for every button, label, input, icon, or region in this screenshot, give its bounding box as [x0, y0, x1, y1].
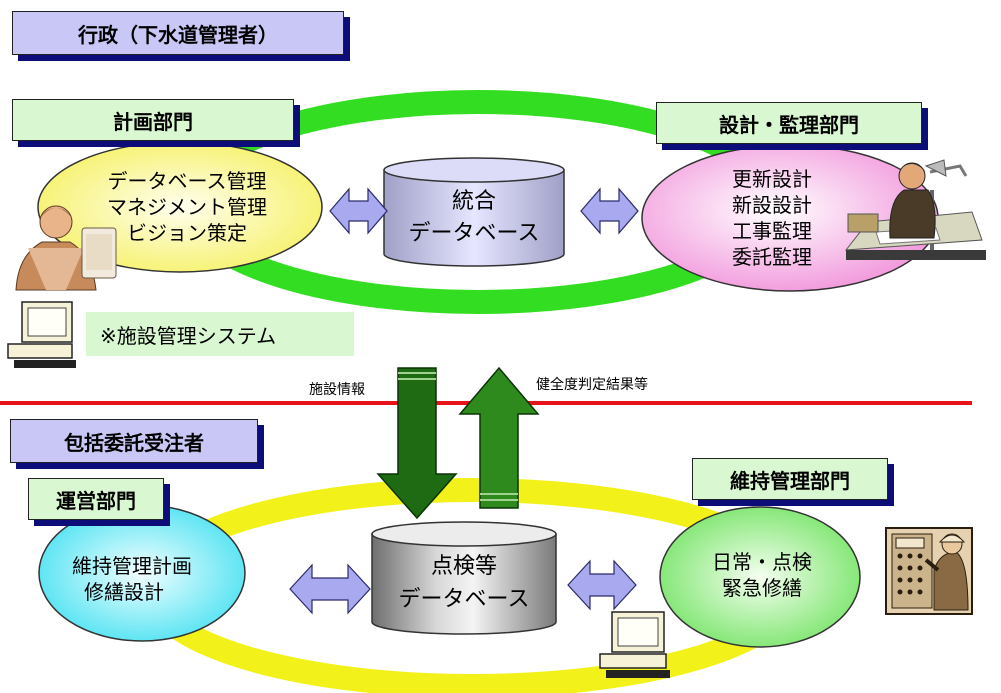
maintenance-item: 日常・点検	[712, 550, 812, 574]
maintenance-ellipse	[659, 506, 861, 648]
computer-icon	[7, 301, 76, 368]
inspection-db-line: データベース	[398, 587, 530, 612]
design-title: 設計・監理部門	[656, 102, 922, 144]
planning-title: 計画部門	[12, 99, 294, 141]
double-arrow-db-maintenance	[567, 559, 637, 611]
admin-label: 行政（下水道管理者）	[12, 11, 344, 55]
office-worker-icon	[15, 205, 117, 291]
inspection-db-label: 点検等 データベース	[372, 550, 556, 616]
operations-item: 維持管理計画	[72, 554, 192, 578]
maintenance-items: 日常・点検 緊急修繕	[700, 549, 824, 601]
design-item: 更新設計	[732, 167, 812, 191]
integrated-db-label: 統合 データベース	[384, 186, 564, 250]
operations-title: 運営部門	[28, 478, 164, 520]
operations-item: 修繕設計	[84, 580, 164, 604]
computer-icon	[599, 611, 670, 678]
design-item: 委託監理	[732, 245, 812, 269]
integrated-db-cylinder	[383, 157, 565, 267]
planning-item: ビジョン策定	[127, 221, 247, 245]
technician-panel-icon	[885, 527, 973, 615]
maintenance-item: 緊急修繕	[722, 576, 802, 600]
inspection-db-line: 点検等	[430, 554, 497, 579]
operations-items: 維持管理計画 修繕設計	[72, 553, 222, 605]
system-note: ※施設管理システム	[86, 312, 354, 356]
integrated-db-line: データベース	[408, 220, 540, 246]
down-flow-arrow	[376, 367, 458, 520]
engineer-drafting-icon	[844, 159, 986, 260]
integrated-db-line: 統合	[451, 189, 496, 214]
up-flow-arrow	[458, 366, 540, 509]
down-flow-label: 施設情報	[309, 382, 365, 398]
double-arrow-db-design	[580, 187, 639, 235]
design-items: 更新設計 新設設計 工事監理 委託監理	[716, 166, 828, 270]
maintenance-title: 維持管理部門	[692, 458, 888, 500]
design-item: 新設設計	[732, 193, 812, 217]
design-item: 工事監理	[732, 219, 812, 243]
up-flow-label: 健全度判定結果等	[536, 377, 648, 393]
planning-items: データベース管理 マネジメント管理 ビジョン策定	[60, 168, 314, 246]
planning-item: マネジメント管理	[107, 195, 267, 219]
planning-item: データベース管理	[107, 169, 267, 193]
inspection-db-cylinder	[371, 521, 557, 635]
double-arrow-planning-db	[329, 187, 388, 235]
double-arrow-operations-db	[289, 563, 371, 615]
contractor-label: 包括委託受注者	[10, 419, 258, 463]
